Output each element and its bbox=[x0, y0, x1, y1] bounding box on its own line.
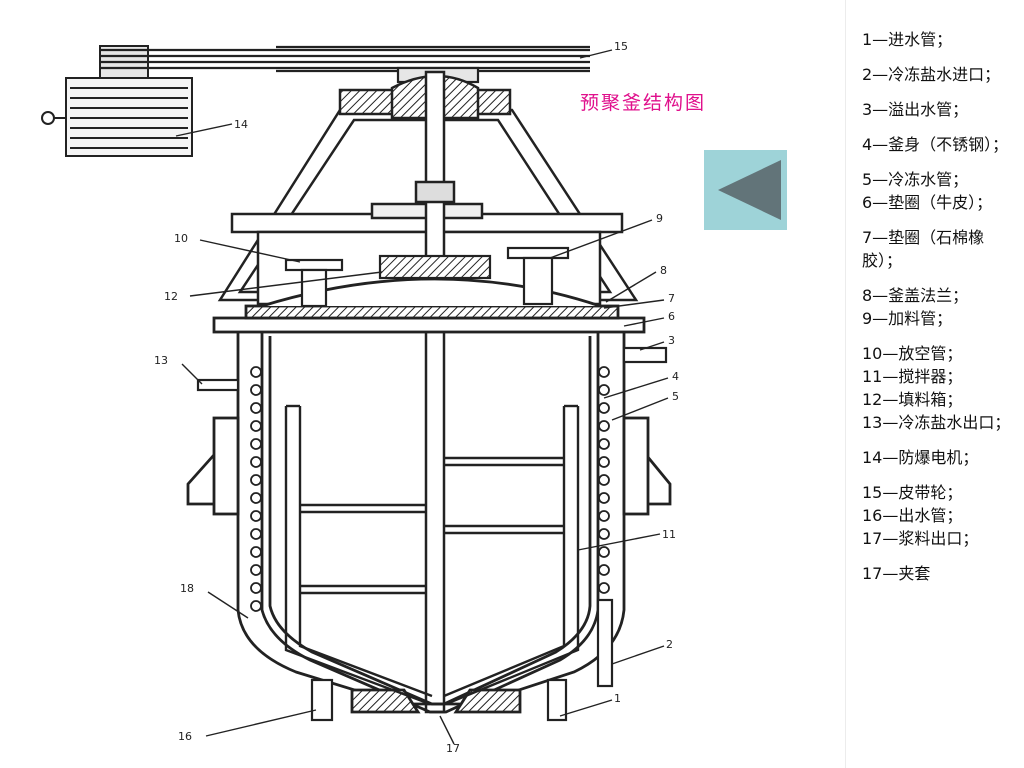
label-4: 4 bbox=[672, 370, 679, 383]
label-8: 8 bbox=[660, 264, 667, 277]
leader-lines bbox=[175, 49, 669, 745]
label-5: 5 bbox=[672, 390, 679, 403]
label-13: 13 bbox=[154, 354, 168, 367]
legend-item: 12—填料箱； bbox=[862, 390, 963, 409]
label-9: 9 bbox=[656, 212, 663, 225]
explosion-proof-motor bbox=[41, 45, 193, 157]
vessel-body bbox=[186, 277, 672, 714]
legend-item: 6—垫圈（牛皮）； bbox=[862, 193, 993, 212]
label-10: 10 bbox=[174, 232, 188, 245]
label-3: 3 bbox=[668, 334, 675, 347]
legend-item: 4—釜身（不锈钢）； bbox=[862, 135, 1009, 154]
part-labels: 15 14 10 12 9 8 7 6 3 13 4 5 11 18 2 1 1… bbox=[154, 40, 679, 755]
legend-list: 1—进水管； 2—冷冻盐水进口； 3—溢出水管； 4—釜身（不锈钢）； 5—冷冻… bbox=[862, 28, 1022, 585]
triangle-left-icon bbox=[718, 160, 781, 220]
legend-item: 17—浆料出口； bbox=[862, 529, 979, 548]
legend-item: 3—溢出水管； bbox=[862, 100, 969, 119]
label-6: 6 bbox=[668, 310, 675, 323]
label-15: 15 bbox=[614, 40, 628, 53]
back-button[interactable] bbox=[704, 150, 787, 230]
legend-item: 5—冷冻水管； bbox=[862, 170, 969, 189]
nozzles bbox=[196, 246, 668, 722]
legend-item: 7—垫圈（石棉橡胶）； bbox=[862, 228, 985, 270]
legend-item: 13—冷冻盐水出口； bbox=[862, 413, 1011, 432]
belt-pulley bbox=[100, 45, 590, 84]
label-12: 12 bbox=[164, 290, 178, 303]
legend-item: 15—皮带轮； bbox=[862, 483, 963, 502]
reactor-diagram: 15 14 10 12 9 8 7 6 3 13 4 5 11 18 2 1 1… bbox=[41, 40, 679, 755]
label-17: 17 bbox=[446, 742, 460, 755]
legend-item: 10—放空管； bbox=[862, 344, 963, 363]
label-11: 11 bbox=[662, 528, 676, 541]
label-18: 18 bbox=[180, 582, 194, 595]
agitator-paddle bbox=[284, 404, 580, 706]
legend-panel: 1—进水管； 2—冷冻盐水进口； 3—溢出水管； 4—釜身（不锈钢）； 5—冷冻… bbox=[845, 0, 1024, 768]
legend-item: 2—冷冻盐水进口； bbox=[862, 65, 1001, 84]
slide-title: 预聚釜结构图 bbox=[580, 92, 707, 114]
label-7: 7 bbox=[668, 292, 675, 305]
label-2: 2 bbox=[666, 638, 673, 651]
legend-item: 11—搅拌器； bbox=[862, 367, 963, 386]
legend-item: 17—夹套 bbox=[862, 564, 931, 583]
cooling-coils bbox=[250, 366, 610, 612]
legend-item: 14—防爆电机； bbox=[862, 448, 979, 467]
label-16: 16 bbox=[178, 730, 192, 743]
legend-item: 9—加料管； bbox=[862, 309, 953, 328]
legend-item: 16—出水管； bbox=[862, 506, 963, 525]
label-14: 14 bbox=[234, 118, 248, 131]
legend-item: 1—进水管； bbox=[862, 30, 953, 49]
label-1: 1 bbox=[614, 692, 621, 705]
legend-item: 8—釜盖法兰； bbox=[862, 286, 969, 305]
